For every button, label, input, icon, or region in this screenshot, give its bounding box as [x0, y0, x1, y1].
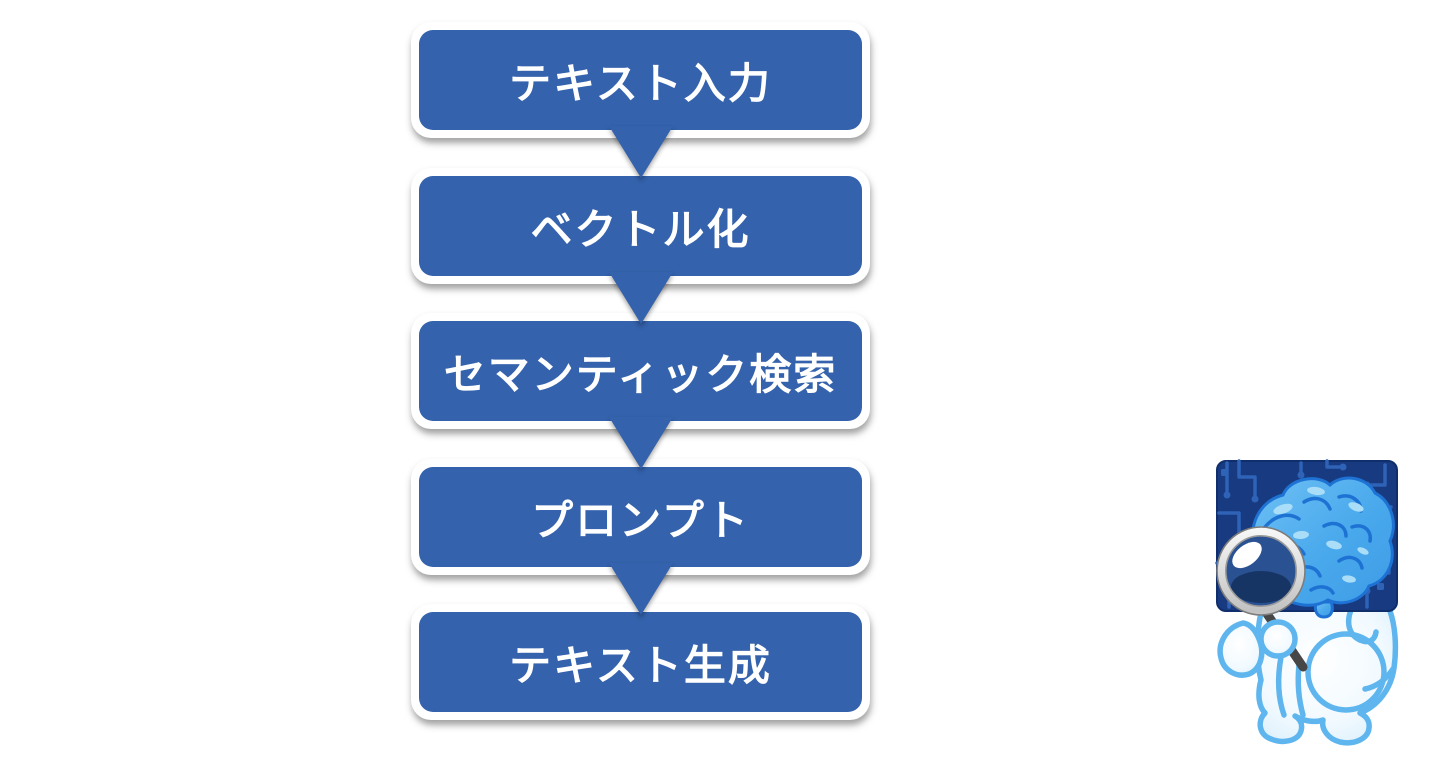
flow-step-box-1: テキスト入力: [411, 22, 870, 138]
flow-step-box-3: セマンティック検索: [411, 313, 870, 429]
flow-step-label: テキスト生成: [509, 641, 772, 689]
figure-left-arm: [1217, 620, 1265, 678]
down-arrow-connector-icon: [609, 563, 673, 615]
flow-step-surface: ベクトル化: [419, 176, 862, 276]
flow-step-label: プロンプト: [531, 496, 750, 544]
flow-step-surface: テキスト入力: [419, 30, 862, 130]
flow-step-label: テキスト入力: [509, 59, 772, 107]
flow-step-box-4: プロンプト: [411, 459, 870, 575]
lens-rim: [1217, 527, 1305, 615]
lens-highlight: [1232, 541, 1262, 569]
flow-step-label: ベクトル化: [530, 205, 751, 253]
down-arrow-connector-icon: [609, 126, 673, 178]
flow-step-label: セマンティック検索: [443, 350, 838, 398]
flow-step-surface: セマンティック検索: [419, 321, 862, 421]
down-arrow-connector-icon: [609, 417, 673, 469]
ai-brain-magnifier-illustration: [1215, 459, 1399, 746]
flow-step-surface: テキスト生成: [419, 612, 862, 712]
down-arrow-connector-icon: [609, 272, 673, 324]
flow-step-box-2: ベクトル化: [411, 168, 870, 284]
figure-fist: [1258, 619, 1298, 659]
flow-step-box-5: テキスト生成: [411, 604, 870, 720]
magnifying-glass-icon: [1216, 526, 1308, 678]
flow-step-surface: プロンプト: [419, 467, 862, 567]
